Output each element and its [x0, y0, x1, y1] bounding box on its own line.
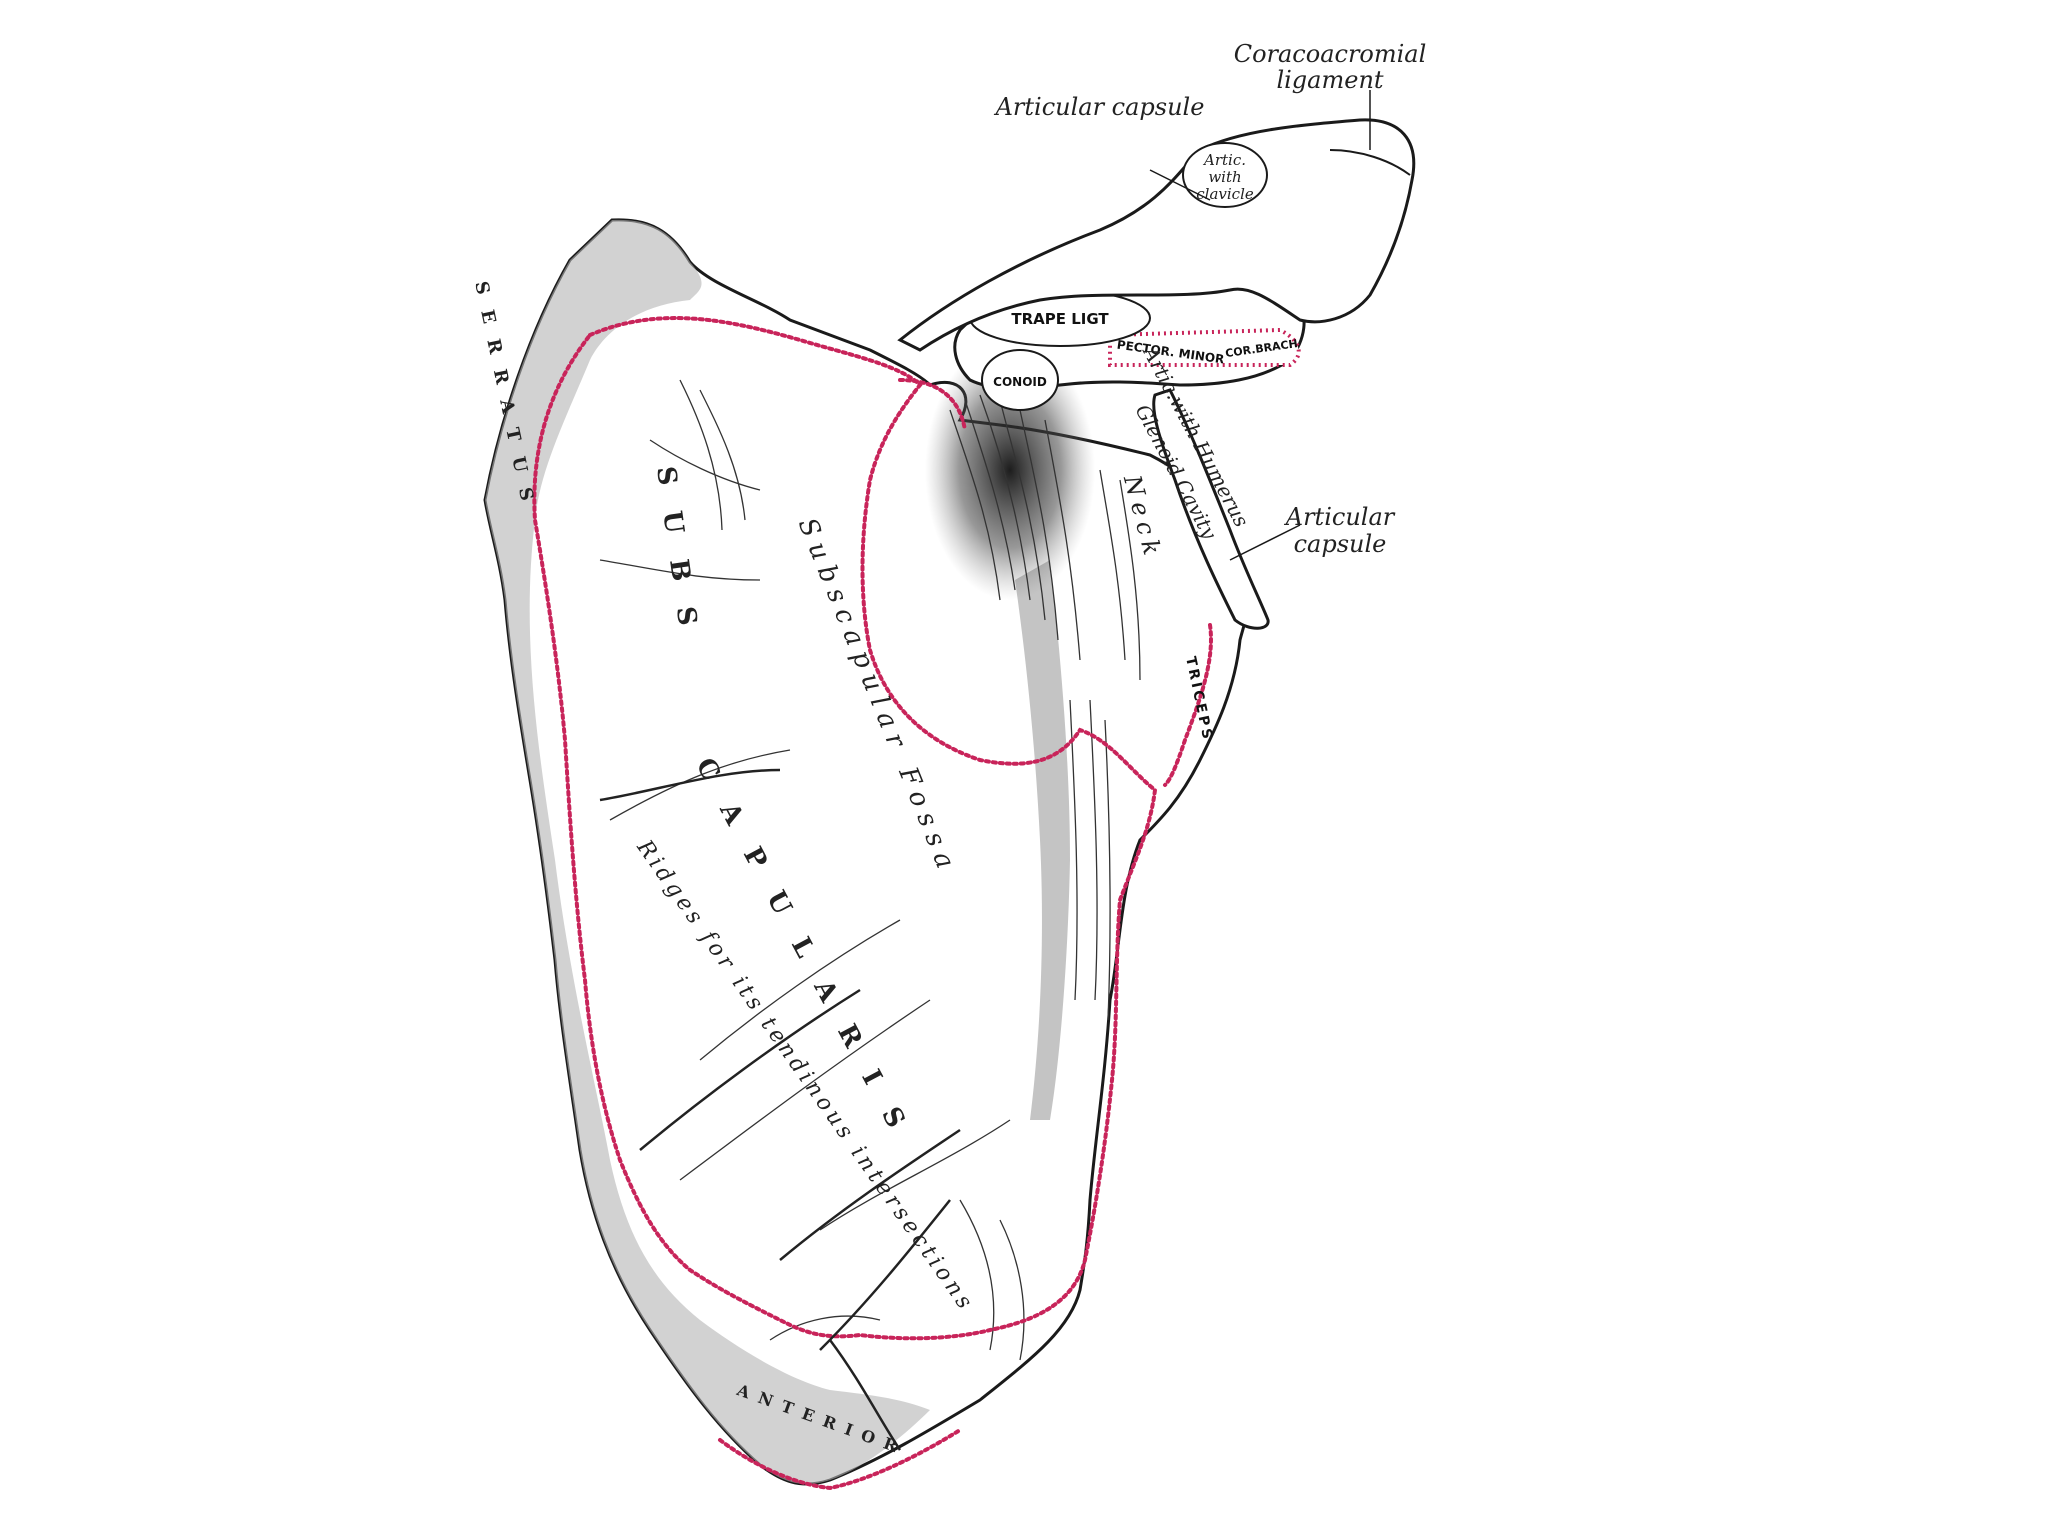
conoid-area [981, 349, 1059, 411]
leader-capsule-top [1149, 169, 1211, 201]
label-artic-clavicle-1: Artic. [1202, 151, 1246, 169]
label-articular-capsule-right-1: Articular [1284, 503, 1396, 531]
clavicle-facet [1182, 142, 1268, 208]
serratus-band [485, 219, 930, 1485]
anterior-outline [718, 1428, 962, 1491]
leader-lines [1149, 90, 1371, 561]
subscapularis-outline [532, 316, 1158, 1341]
triceps-outline [1163, 623, 1213, 787]
label-articular-capsule-right-2: capsule [1294, 530, 1387, 558]
leader-capsule-right [1229, 524, 1301, 561]
glenoid-cavity [1152, 388, 1270, 630]
pector-minor-strip [1108, 327, 1301, 367]
label-trapezoid: TRAPE LIGT [1011, 310, 1109, 328]
center-shading [925, 340, 1095, 600]
label-conoid: CONOID [993, 375, 1047, 389]
label-artic-clavicle-3: clavicle [1196, 185, 1254, 203]
label-articular-capsule-top: Articular capsule [994, 93, 1205, 121]
hatching [599, 379, 1141, 1361]
ridge-lines [599, 768, 961, 1451]
label-coracoacromial-2: ligament [1276, 66, 1383, 94]
fossa-outline [898, 378, 967, 432]
axillary-ridge-shading [1015, 560, 1070, 1120]
acromion [897, 118, 1416, 352]
label-coracoacromial-1: Coracoacromial [1234, 40, 1427, 68]
label-artic-clavicle-2: with [1208, 168, 1241, 186]
muscle-outlines [532, 316, 1213, 1491]
coracoacromial-ligament [1329, 149, 1411, 176]
